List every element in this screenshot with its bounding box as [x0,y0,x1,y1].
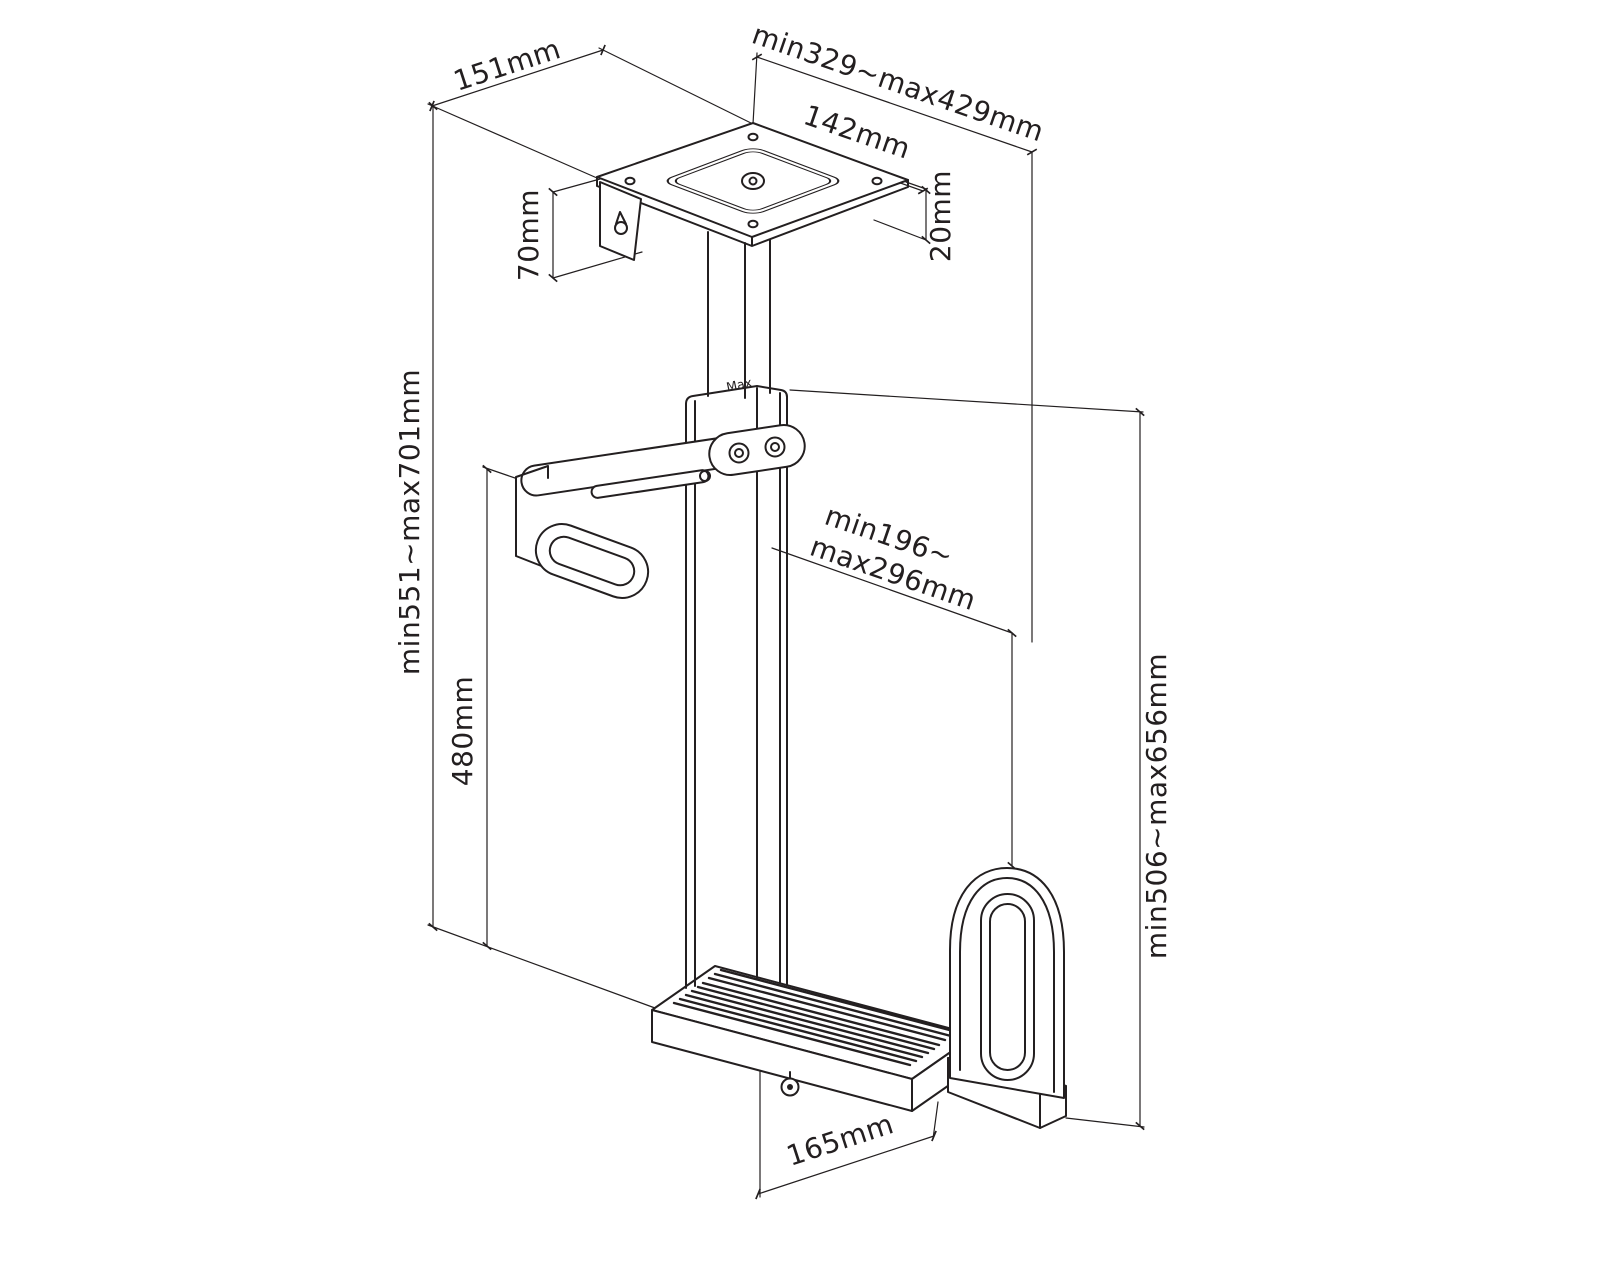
side-arm [520,424,806,499]
ext-line [771,547,1013,634]
keyhole [614,221,628,235]
support-column [685,231,788,989]
arm-screw [764,436,786,458]
arm-pivot-cap [708,424,806,476]
sleeve-top-cap [685,385,788,405]
bracket-face [515,465,550,572]
dim-label-min506-max656: min506~max656mm [1140,653,1173,959]
arm-slot [590,469,710,499]
dim-line-165 [755,1130,937,1200]
dim-label-20mm: 20mm [924,170,957,262]
ext-line [552,178,601,193]
max-height-marker: Max [725,375,753,395]
arm-screw-center [734,448,744,458]
plate-recess-lip [666,148,840,214]
ext-line [873,219,927,241]
dim-label-min551-max701: min551~max701mm [393,369,426,675]
arm-screw [728,442,750,464]
dim-label-70mm: 70mm [512,189,545,281]
plate-center-hole [741,172,765,190]
mounting-plate [596,122,909,261]
plate-side-flap [599,181,642,261]
bracket-dome-inner [959,877,1055,1093]
ext-line [1065,1117,1145,1128]
bracket-oval-outer [980,893,1035,1081]
handle-oval-cutout [548,535,636,587]
dim-line-329-429 [751,53,1038,156]
plate-skirt [596,176,909,247]
handle-oval-outer [534,523,650,599]
plate-screw-hole [747,132,759,142]
plate-screw-hole [871,176,883,186]
plate-recess [674,151,832,211]
arm-screw-center [770,442,780,452]
pc-side-bracket [947,867,1067,1129]
handle-bracket [515,465,650,599]
ext-line [598,47,754,125]
ext-line [427,924,656,1009]
plate-screw-hole [624,176,636,186]
ext-line [427,103,598,179]
dim-line-151 [429,44,606,112]
keyhole-slot [615,211,627,225]
plate-screw-hole [747,219,759,229]
arm-slot-screw [699,470,711,482]
vent-slots [672,968,959,1067]
dim-label-480mm: 480mm [446,676,479,787]
plate-center-pin [748,176,758,186]
ext-line [789,389,1144,413]
bracket-oval-cutout [989,903,1026,1071]
thumbscrew-center [787,1084,793,1090]
